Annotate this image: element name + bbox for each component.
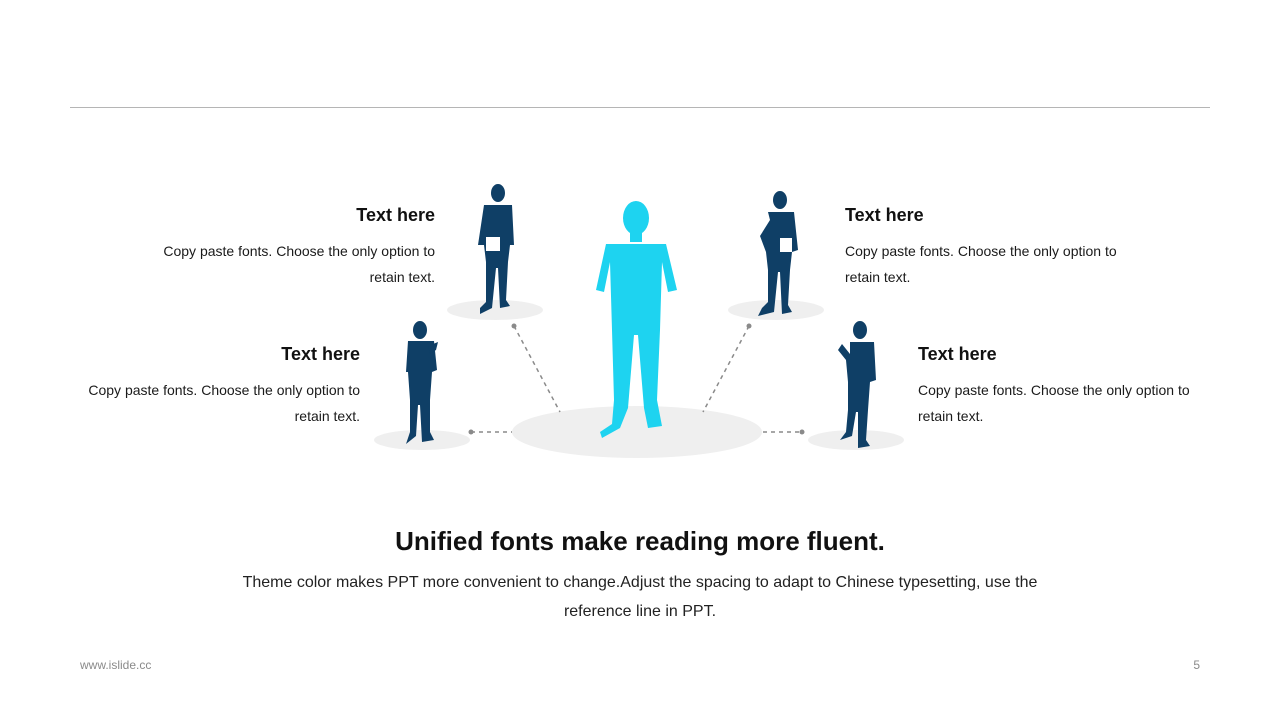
callout-body: Copy paste fonts. Choose the only option…	[163, 243, 435, 285]
page-number: 5	[1193, 658, 1200, 672]
business-person-silhouette-icon	[758, 191, 798, 316]
leader-silhouette-icon	[596, 201, 677, 438]
platform-top-left	[447, 300, 543, 320]
callout-title: Text here	[845, 205, 924, 225]
callout-top-right: Text here Copy paste fonts. Choose the o…	[845, 204, 1135, 290]
callout-mid-right: Text here Copy paste fonts. Choose the o…	[918, 343, 1208, 429]
callout-mid-left: Text here Copy paste fonts. Choose the o…	[70, 343, 360, 429]
top-divider	[70, 107, 1210, 108]
callout-top-left: Text here Copy paste fonts. Choose the o…	[145, 204, 435, 290]
business-person-silhouette-icon	[406, 321, 438, 444]
platform-top-right	[728, 300, 824, 320]
slide-headline: Unified fonts make reading more fluent.	[395, 526, 885, 556]
callout-title: Text here	[356, 205, 435, 225]
callout-title: Text here	[281, 344, 360, 364]
connector-lines	[471, 325, 802, 433]
center-platform	[512, 406, 762, 458]
callout-body: Copy paste fonts. Choose the only option…	[845, 243, 1117, 285]
slide-subtext: Theme color makes PPT more convenient to…	[242, 574, 1038, 620]
platform-mid-right	[808, 430, 904, 450]
business-person-silhouette-icon	[478, 184, 514, 314]
business-person-silhouette-icon	[838, 321, 876, 448]
callout-title: Text here	[918, 344, 997, 364]
footer-website[interactable]: www.islide.cc	[80, 658, 152, 672]
connector-dots	[468, 323, 805, 435]
callout-body: Copy paste fonts. Choose the only option…	[88, 382, 360, 424]
callout-body: Copy paste fonts. Choose the only option…	[918, 382, 1190, 424]
